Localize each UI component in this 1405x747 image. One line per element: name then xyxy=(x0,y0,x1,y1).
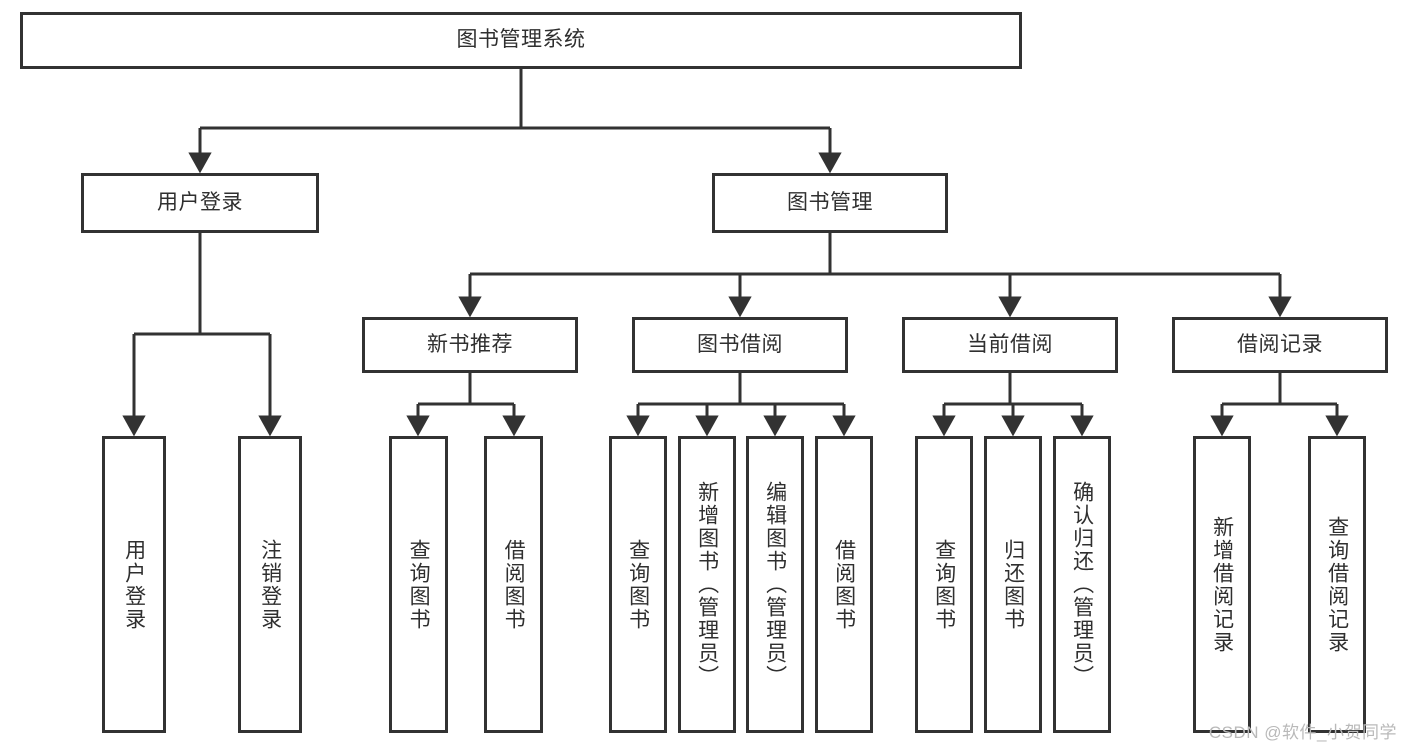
node-user-login[interactable]: 用户登录 xyxy=(81,173,319,233)
node-new-book-recommendation-label: 新书推荐 xyxy=(427,332,513,356)
node-root-label: 图书管理系统 xyxy=(456,28,586,52)
node-leaf-label: 编辑图书（管理员） xyxy=(763,481,787,688)
node-leaf[interactable]: 查询图书 xyxy=(915,436,973,733)
node-leaf-label: 借阅图书 xyxy=(502,538,526,631)
node-book-borrowing-label: 图书借阅 xyxy=(697,332,783,356)
node-leaf-label: 用户登录 xyxy=(122,538,146,631)
node-leaf[interactable]: 查询图书 xyxy=(609,436,667,733)
node-book-borrowing[interactable]: 图书借阅 xyxy=(632,317,848,373)
node-leaf-label: 新增借阅记录 xyxy=(1210,515,1234,654)
node-current-borrowing[interactable]: 当前借阅 xyxy=(902,317,1118,373)
node-book-management[interactable]: 图书管理 xyxy=(712,173,948,233)
node-leaf-label: 借阅图书 xyxy=(832,538,856,631)
node-leaf-label: 查询图书 xyxy=(626,538,650,631)
node-root[interactable]: 图书管理系统 xyxy=(20,12,1022,69)
node-leaf[interactable]: 查询图书 xyxy=(389,436,448,733)
node-leaf-label: 新增图书（管理员） xyxy=(695,481,719,688)
node-leaf-label: 查询图书 xyxy=(407,538,431,631)
node-leaf[interactable]: 查询借阅记录 xyxy=(1308,436,1366,733)
node-new-book-recommendation[interactable]: 新书推荐 xyxy=(362,317,578,373)
node-leaf[interactable]: 编辑图书（管理员） xyxy=(746,436,804,733)
node-user-login-label: 用户登录 xyxy=(157,190,243,214)
node-leaf-label: 注销登录 xyxy=(258,538,282,631)
watermark: CSDN @软件_小贺同学 xyxy=(1208,723,1397,742)
node-leaf-label: 查询图书 xyxy=(932,538,956,631)
node-leaf[interactable]: 新增图书（管理员） xyxy=(678,436,736,733)
node-leaf-label: 查询借阅记录 xyxy=(1325,515,1349,654)
node-leaf[interactable]: 借阅图书 xyxy=(815,436,873,733)
node-leaf-label: 确认归还（管理员） xyxy=(1070,481,1094,688)
node-leaf[interactable]: 确认归还（管理员） xyxy=(1053,436,1111,733)
node-current-borrowing-label: 当前借阅 xyxy=(967,332,1053,356)
node-leaf[interactable]: 用户登录 xyxy=(102,436,166,733)
node-leaf[interactable]: 新增借阅记录 xyxy=(1193,436,1251,733)
node-borrowing-records-label: 借阅记录 xyxy=(1237,332,1323,356)
node-leaf[interactable]: 归还图书 xyxy=(984,436,1042,733)
node-borrowing-records[interactable]: 借阅记录 xyxy=(1172,317,1388,373)
node-leaf-label: 归还图书 xyxy=(1001,538,1025,631)
node-leaf[interactable]: 注销登录 xyxy=(238,436,302,733)
node-book-management-label: 图书管理 xyxy=(787,190,873,214)
node-leaf[interactable]: 借阅图书 xyxy=(484,436,543,733)
